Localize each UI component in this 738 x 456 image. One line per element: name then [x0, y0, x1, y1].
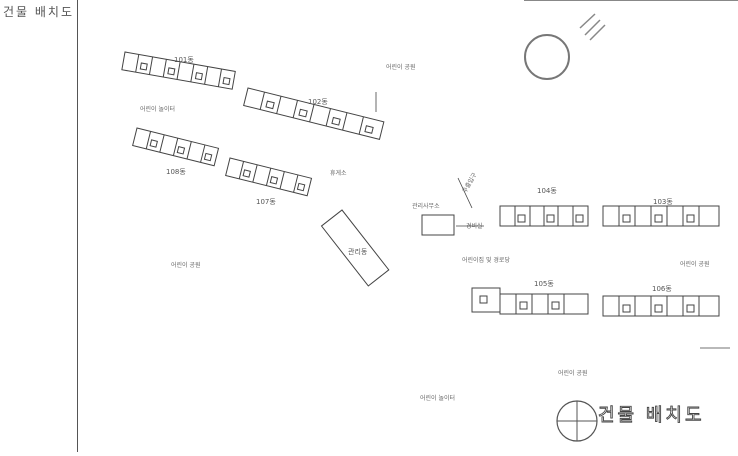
- road-segment: [457, 177, 473, 209]
- building-104: [499, 205, 589, 227]
- label-guard: 경비실: [466, 222, 483, 230]
- label-playground-a: 어린이 놀이터: [140, 105, 175, 113]
- label-child-center: 어린이집 및 경로당: [462, 256, 510, 264]
- label-building-108: 108동: [166, 168, 186, 176]
- building-105: [471, 287, 589, 315]
- label-entrance-a: 주출입구: [461, 171, 479, 195]
- plan-title: 건물 배치도: [598, 405, 705, 426]
- building-annex: [320, 209, 390, 287]
- label-rest: 휴게소: [330, 169, 347, 177]
- top-divider: [524, 0, 738, 1]
- label-building-101: 101동: [174, 56, 194, 64]
- label-building-107: 107동: [256, 198, 276, 206]
- management-office: [421, 214, 455, 236]
- building-101: [121, 51, 236, 90]
- label-park-a: 어린이 공원: [386, 63, 416, 71]
- building-103: [602, 205, 720, 227]
- compass-sketch-icon: [524, 13, 606, 80]
- label-playground-b: 어린이 놀이터: [420, 394, 455, 402]
- title-emblem-icon: [556, 400, 598, 442]
- label-park-c: 어린이 공원: [680, 260, 710, 268]
- site-plan-drawing: 101동 102동 108동 107동 관리동 104동 103동 105동 1…: [121, 13, 730, 442]
- building-102: [243, 87, 385, 140]
- label-management: 관리사무소: [412, 202, 440, 210]
- building-107: [225, 157, 313, 197]
- sidebar-panel: 건물 배치도: [0, 0, 78, 452]
- label-building-105: 105동: [534, 280, 554, 288]
- building-106: [602, 295, 720, 317]
- label-building-104: 104동: [537, 187, 557, 195]
- sidebar-title: 건물 배치도: [3, 5, 75, 19]
- label-building-102: 102동: [308, 98, 328, 106]
- label-building-103: 103동: [653, 198, 673, 206]
- label-park-b: 어린이 공원: [171, 261, 201, 269]
- label-building-106: 106동: [652, 285, 672, 293]
- site-plan-canvas: 101동 102동 108동 107동 관리동 104동 103동 105동 1…: [80, 0, 738, 452]
- building-108: [132, 127, 220, 167]
- label-park-d: 어린이 공원: [558, 369, 588, 377]
- label-building-annex: 관리동: [348, 247, 368, 256]
